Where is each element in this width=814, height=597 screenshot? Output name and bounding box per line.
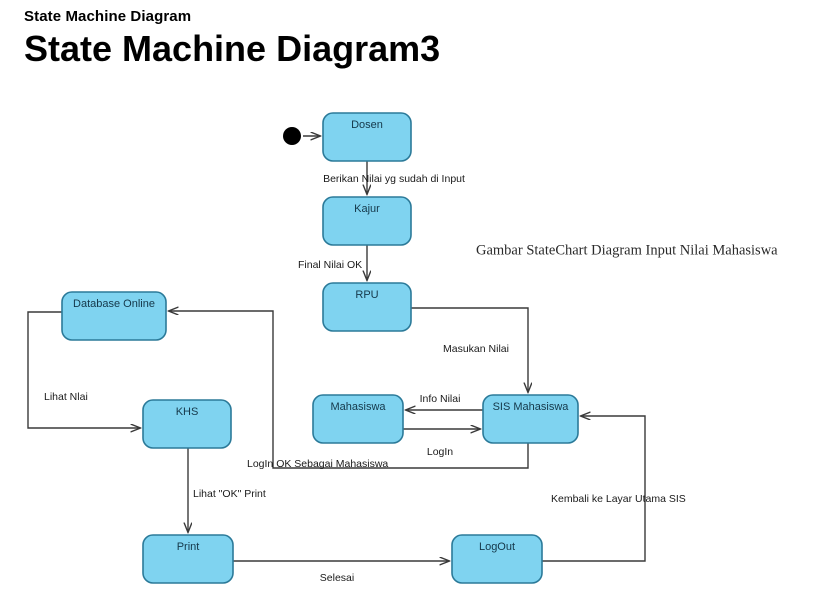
state-label-khs: KHS <box>176 406 199 418</box>
state-label-mahasiswa: Mahasiswa <box>330 401 386 413</box>
transition-label-t-rpu-sis: Masukan Nilai <box>443 343 509 355</box>
diagram-caption: Gambar StateChart Diagram Input Nilai Ma… <box>476 242 778 258</box>
state-box-print[interactable] <box>142 534 234 584</box>
transition-label-t-khs-print: Lihat "OK" Print <box>193 488 266 500</box>
state-box-khs[interactable] <box>142 399 232 449</box>
transition-t-logout-sis[interactable] <box>542 416 646 562</box>
state-label-print: Print <box>177 541 200 553</box>
state-box-dosen[interactable] <box>322 112 412 162</box>
state-label-logout: LogOut <box>479 541 515 553</box>
state-print[interactable]: Print <box>142 534 234 584</box>
transition-label-t-dosen-kajur: Berikan Nilai yg sudah di Input <box>323 173 465 185</box>
state-box-sis[interactable] <box>482 394 579 444</box>
state-database[interactable]: Database Online <box>61 291 167 341</box>
state-box-logout[interactable] <box>451 534 543 584</box>
state-rpu[interactable]: RPU <box>322 282 412 332</box>
state-mahasiswa[interactable]: Mahasiswa <box>312 394 404 444</box>
transition-label-t-kajur-rpu: Final Nilai OK <box>298 259 362 271</box>
transition-label-t-sis-database: LogIn OK Sebagai Mahasiswa <box>247 458 388 470</box>
state-label-kajur: Kajur <box>354 203 380 215</box>
state-sis[interactable]: SIS Mahasiswa <box>482 394 579 444</box>
state-box-database[interactable] <box>61 291 167 341</box>
state-box-rpu[interactable] <box>322 282 412 332</box>
state-label-sis: SIS Mahasiswa <box>493 401 570 413</box>
state-label-database: Database Online <box>73 298 155 310</box>
state-kajur[interactable]: Kajur <box>322 196 412 246</box>
initial-state-node <box>283 127 301 145</box>
transition-label-t-print-logout: Selesai <box>320 572 354 584</box>
state-khs[interactable]: KHS <box>142 399 232 449</box>
state-label-rpu: RPU <box>355 289 378 301</box>
transition-label-t-mahasiswa-sis: LogIn <box>427 446 453 458</box>
diagram-kicker: State Machine Diagram <box>24 8 192 25</box>
transition-label-t-sis-mahasiswa: Info Nilai <box>420 393 461 405</box>
state-logout[interactable]: LogOut <box>451 534 543 584</box>
page-title: State Machine Diagram3 <box>24 28 441 69</box>
transitions-layer <box>27 136 646 562</box>
page-header: State Machine Diagram State Machine Diag… <box>24 8 440 70</box>
transition-t-rpu-sis[interactable] <box>411 307 528 392</box>
state-label-dosen: Dosen <box>351 119 383 131</box>
transition-t-database-khs[interactable] <box>27 311 140 428</box>
state-box-kajur[interactable] <box>322 196 412 246</box>
state-box-mahasiswa[interactable] <box>312 394 404 444</box>
state-dosen[interactable]: Dosen <box>322 112 412 162</box>
transition-t-sis-database[interactable] <box>169 311 529 469</box>
transition-label-t-logout-sis: Kembali ke Layar Utama SIS <box>551 493 686 505</box>
transition-label-t-database-khs: Lihat Nlai <box>44 391 88 403</box>
